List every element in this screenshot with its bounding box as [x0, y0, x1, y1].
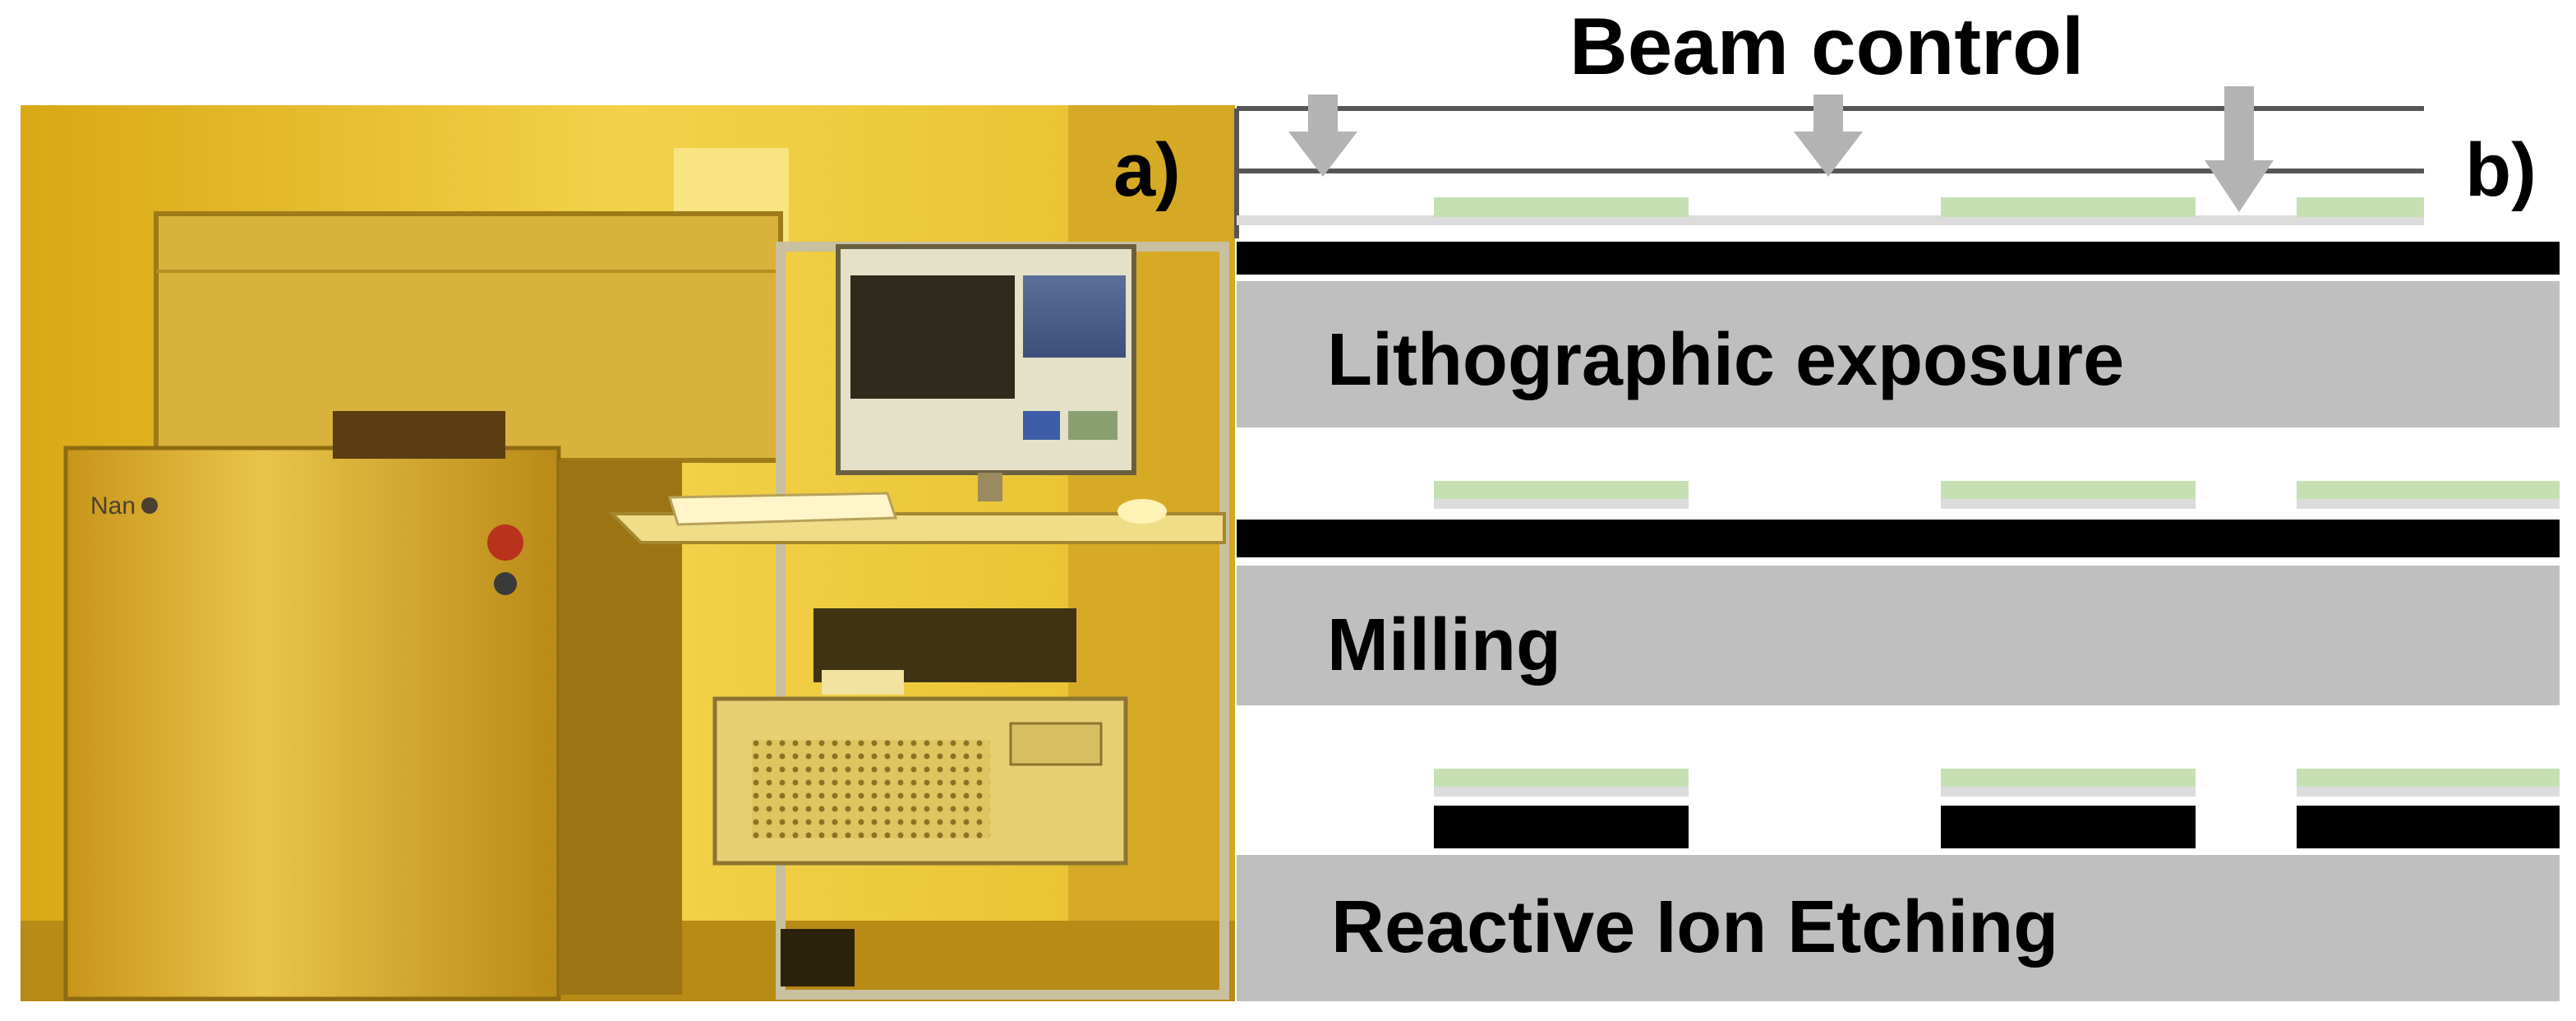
- step2-resist-base: [1434, 499, 1689, 509]
- beam-arrows: [1288, 86, 2274, 212]
- photo-side-wall: [1068, 105, 1235, 1001]
- beam-arrow-icon: [1288, 95, 1357, 177]
- photo-monitor-button-2: [1068, 411, 1117, 440]
- photo-rack-vents: [752, 740, 990, 839]
- step3-resist-pad: [1941, 769, 2196, 787]
- photo-monitor-panel: [1023, 275, 1126, 358]
- step3-resist-pad: [2297, 769, 2560, 787]
- step2-resist-base: [2297, 499, 2560, 509]
- step3-resist-base: [1941, 787, 2196, 797]
- step3-metal-feature: [2297, 806, 2560, 848]
- step3-metal-feature: [1941, 806, 2196, 848]
- panel-b-label: b): [2465, 128, 2537, 212]
- step3-substrate: [1237, 855, 2560, 1001]
- photo-logo-dot: [141, 497, 158, 514]
- step2-resist-base: [1941, 499, 2196, 509]
- photo-emergency-button: [487, 524, 523, 561]
- step1-metal-layer: [1237, 242, 2560, 275]
- step3-resist-base: [1434, 787, 1689, 797]
- step3-label: Reactive Ion Etching: [1331, 886, 2058, 968]
- step1-resist-pad: [1941, 197, 2196, 217]
- photo-controller-plate: [822, 670, 904, 695]
- beam-arrow-icon: [1794, 95, 1863, 177]
- step2-resist-pad: [2297, 481, 2560, 499]
- panel-b-title: Beam control: [1569, 1, 2084, 91]
- photo-floor-box: [781, 929, 855, 986]
- photo-key-switch: [494, 572, 517, 595]
- step3-resist-pad: [1434, 769, 1689, 787]
- step2-resist-pad: [1434, 481, 1689, 499]
- step2-resist-pad: [1941, 481, 2196, 499]
- panel-b-diagram: Beam control b) Lithographic exposure Mi…: [1234, 1, 2560, 1001]
- panel-a-label: a): [1113, 128, 1181, 212]
- photo-monitor-stand: [978, 473, 1002, 501]
- step1-substrate: [1237, 281, 2560, 427]
- photo-keyboard: [667, 492, 898, 526]
- photo-top-block: [333, 411, 505, 459]
- step1-resist-pad: [1434, 197, 1689, 217]
- photo-logo-text: Nan: [90, 492, 136, 520]
- photo-monitor-button: [1023, 411, 1060, 440]
- photo-cabinet-side: [559, 460, 682, 995]
- step2-metal-layer: [1237, 520, 2560, 557]
- step3-metal-feature: [1434, 806, 1689, 848]
- step2-label: Milling: [1327, 604, 1561, 686]
- panel-a-photo: Nan a): [21, 105, 1235, 1001]
- step1-resist-base: [1237, 215, 2424, 225]
- photo-mouse: [1117, 499, 1167, 524]
- step1-label: Lithographic exposure: [1327, 319, 2124, 401]
- photo-main-cabinet: [63, 446, 561, 1001]
- step2-substrate: [1237, 566, 2560, 705]
- step1-resist-pad: [2297, 197, 2424, 217]
- step3-resist-base: [2297, 787, 2560, 797]
- photo-monitor-image: [850, 275, 1015, 399]
- beam-arrow-icon: [2205, 86, 2274, 212]
